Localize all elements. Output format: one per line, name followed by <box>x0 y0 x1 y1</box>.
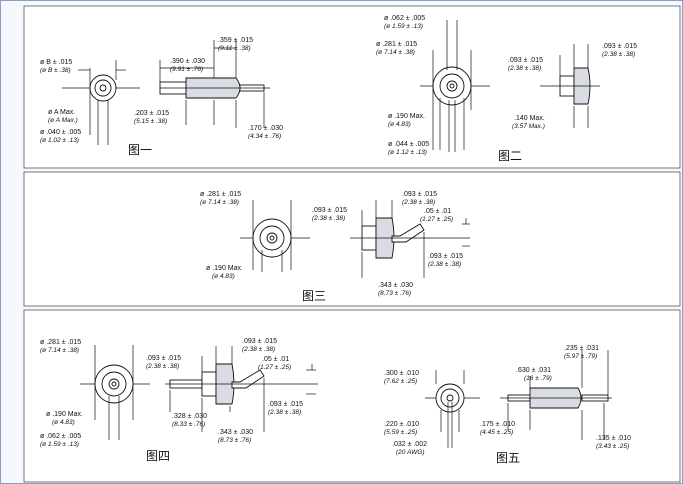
fig1-b-dia: ø B ± .015 <box>40 59 72 66</box>
figure-5 <box>425 350 612 448</box>
fig5-l300: .300 ± .010 <box>384 370 419 377</box>
figure-1 <box>62 40 270 145</box>
fig1-l390-mm: (9.91 ± .76) <box>170 66 203 73</box>
fig1-l359: .359 ± .015 <box>218 37 253 44</box>
fig5-l235-mm: (5.97 ± .79) <box>564 353 597 360</box>
fig2-l093a-mm: (2.38 ± .38) <box>508 65 541 72</box>
fig2-l093b: .093 ± .015 <box>602 43 637 50</box>
figure-2 <box>420 20 600 152</box>
fig3-l05-mm: (1.27 ± .25) <box>420 216 453 223</box>
fig3-l093c-mm: (2.38 ± .38) <box>428 261 461 268</box>
fig5-l175: .175 ± .010 <box>480 421 515 428</box>
fig1-a-max: ø A Max. <box>48 109 75 116</box>
fig1-l170: .170 ± .030 <box>248 125 283 132</box>
fig1-b-dia-mm: (ø B ± .38) <box>40 67 71 74</box>
fig1-l203-mm: (5.15 ± .38) <box>134 118 167 125</box>
fig5-l135-mm: (3.43 ± .25) <box>596 443 629 450</box>
fig5-l220-mm: (5.59 ± .25) <box>384 429 417 436</box>
fig4-d190: ø .190 Max. <box>46 411 83 418</box>
fig3-l093c: .093 ± .015 <box>428 253 463 260</box>
fig3-d281: ø .281 ± .015 <box>200 191 241 198</box>
fig1-l170-mm: (4.34 ± .76) <box>248 133 281 140</box>
fig2-l093b-mm: (2.38 ± .38) <box>602 51 635 58</box>
fig4-l05: .05 ± .01 <box>262 356 289 363</box>
fig5-l175-mm: (4.45 ± .25) <box>480 429 513 436</box>
fig5-caption: 图五 <box>496 451 520 465</box>
fig1-d040: ø .040 ± .005 <box>40 129 81 136</box>
fig4-l093b: .093 ± .015 <box>242 338 277 345</box>
fig5-l300-mm: (7.62 ± .25) <box>384 378 417 385</box>
fig4-l093a-mm: (2.38 ± .38) <box>146 363 179 370</box>
figure-4 <box>80 345 318 440</box>
fig3-l093b: .093 ± .015 <box>402 191 437 198</box>
fig2-d044: ø .044 ± .005 <box>388 141 429 148</box>
fig1-caption: 图一 <box>128 143 152 157</box>
fig4-l093c: .093 ± .015 <box>268 401 303 408</box>
fig5-l235: .235 ± .031 <box>564 345 599 352</box>
fig4-bent-lead <box>231 369 265 389</box>
fig3-l05: .05 ± .01 <box>424 208 451 215</box>
fig4-l093b-mm: (2.38 ± .38) <box>242 346 275 353</box>
fig5-l135: .135 ± .010 <box>596 435 631 442</box>
fig1-l390: .390 ± .030 <box>170 58 205 65</box>
fig4-l328-mm: (8.33 ± .76) <box>172 421 205 428</box>
fig4-d281: ø .281 ± .015 <box>40 339 81 346</box>
fig2-l140-mm: (3.57 Max.) <box>512 123 545 130</box>
fig5-l630: .630 ± .031 <box>516 367 551 374</box>
fig4-caption: 图四 <box>146 449 170 463</box>
fig3-d190: ø .190 Max. <box>206 265 243 272</box>
fig4-d062-mm: (ø 1.59 ± .13) <box>40 441 79 448</box>
fig1-l203: .203 ± .015 <box>134 110 169 117</box>
fig1-l359-mm: (9.11 ± .38) <box>218 45 251 52</box>
fig3-d190-mm: (ø 4.83) <box>212 273 235 280</box>
fig3-l093b-mm: (2.38 ± .38) <box>402 199 435 206</box>
fig2-d190-mm: (ø 4.83) <box>388 121 411 128</box>
fig2-d062: ø .062 ± .005 <box>384 15 425 22</box>
fig4-d281-mm: (ø 7.14 ± .38) <box>40 347 79 354</box>
fig3-caption: 图三 <box>302 289 326 303</box>
fig4-l05-mm: (1.27 ± .25) <box>258 364 291 371</box>
fig1-a-max-mm: (ø A Max.) <box>48 117 78 124</box>
fig2-l093a: .093 ± .015 <box>508 57 543 64</box>
fig2-d281: ø .281 ± .015 <box>376 41 417 48</box>
fig3-l093a: .093 ± .015 <box>312 207 347 214</box>
fig4-d190-mm: (ø 4.83) <box>52 419 75 426</box>
fig5-l630-mm: (16 ± .79) <box>524 375 552 382</box>
fig5-l032: .032 ± .002 <box>392 441 427 448</box>
fig3-l093a-mm: (2.38 ± .38) <box>312 215 345 222</box>
fig4-l343-mm: (8.73 ± .76) <box>218 437 251 444</box>
fig2-d044-mm: (ø 1.12 ± .13) <box>388 149 427 156</box>
fig4-d062: ø .062 ± .005 <box>40 433 81 440</box>
fig2-l140: .140 Max. <box>514 115 545 122</box>
fig2-d281-mm: (ø 7.14 ± .38) <box>376 49 415 56</box>
fig5-l220: .220 ± .010 <box>384 421 419 428</box>
fig2-d062-mm: (ø 1.59 ± .13) <box>384 23 423 30</box>
fig4-l328: .328 ± .030 <box>172 413 207 420</box>
fig1-d040-mm: (ø 1.02 ± .13) <box>40 137 79 144</box>
fig3-l343: .343 ± .030 <box>378 282 413 289</box>
fig2-caption: 图二 <box>498 149 522 163</box>
figure-3 <box>240 200 470 278</box>
panel-middle <box>23 171 681 307</box>
fig3-d281-mm: (ø 7.14 ± .38) <box>200 199 239 206</box>
fig4-l343: .343 ± .030 <box>218 429 253 436</box>
fig5-l032-mm: (20 AWG) <box>396 449 425 456</box>
fig3-bent-lead <box>391 223 425 243</box>
fig4-l093a: .093 ± .015 <box>146 355 181 362</box>
fig2-d190: ø .190 Max. <box>388 113 425 120</box>
fig4-l093c-mm: (2.38 ± .38) <box>268 409 301 416</box>
fig3-l343-mm: (8.73 ± .76) <box>378 290 411 297</box>
